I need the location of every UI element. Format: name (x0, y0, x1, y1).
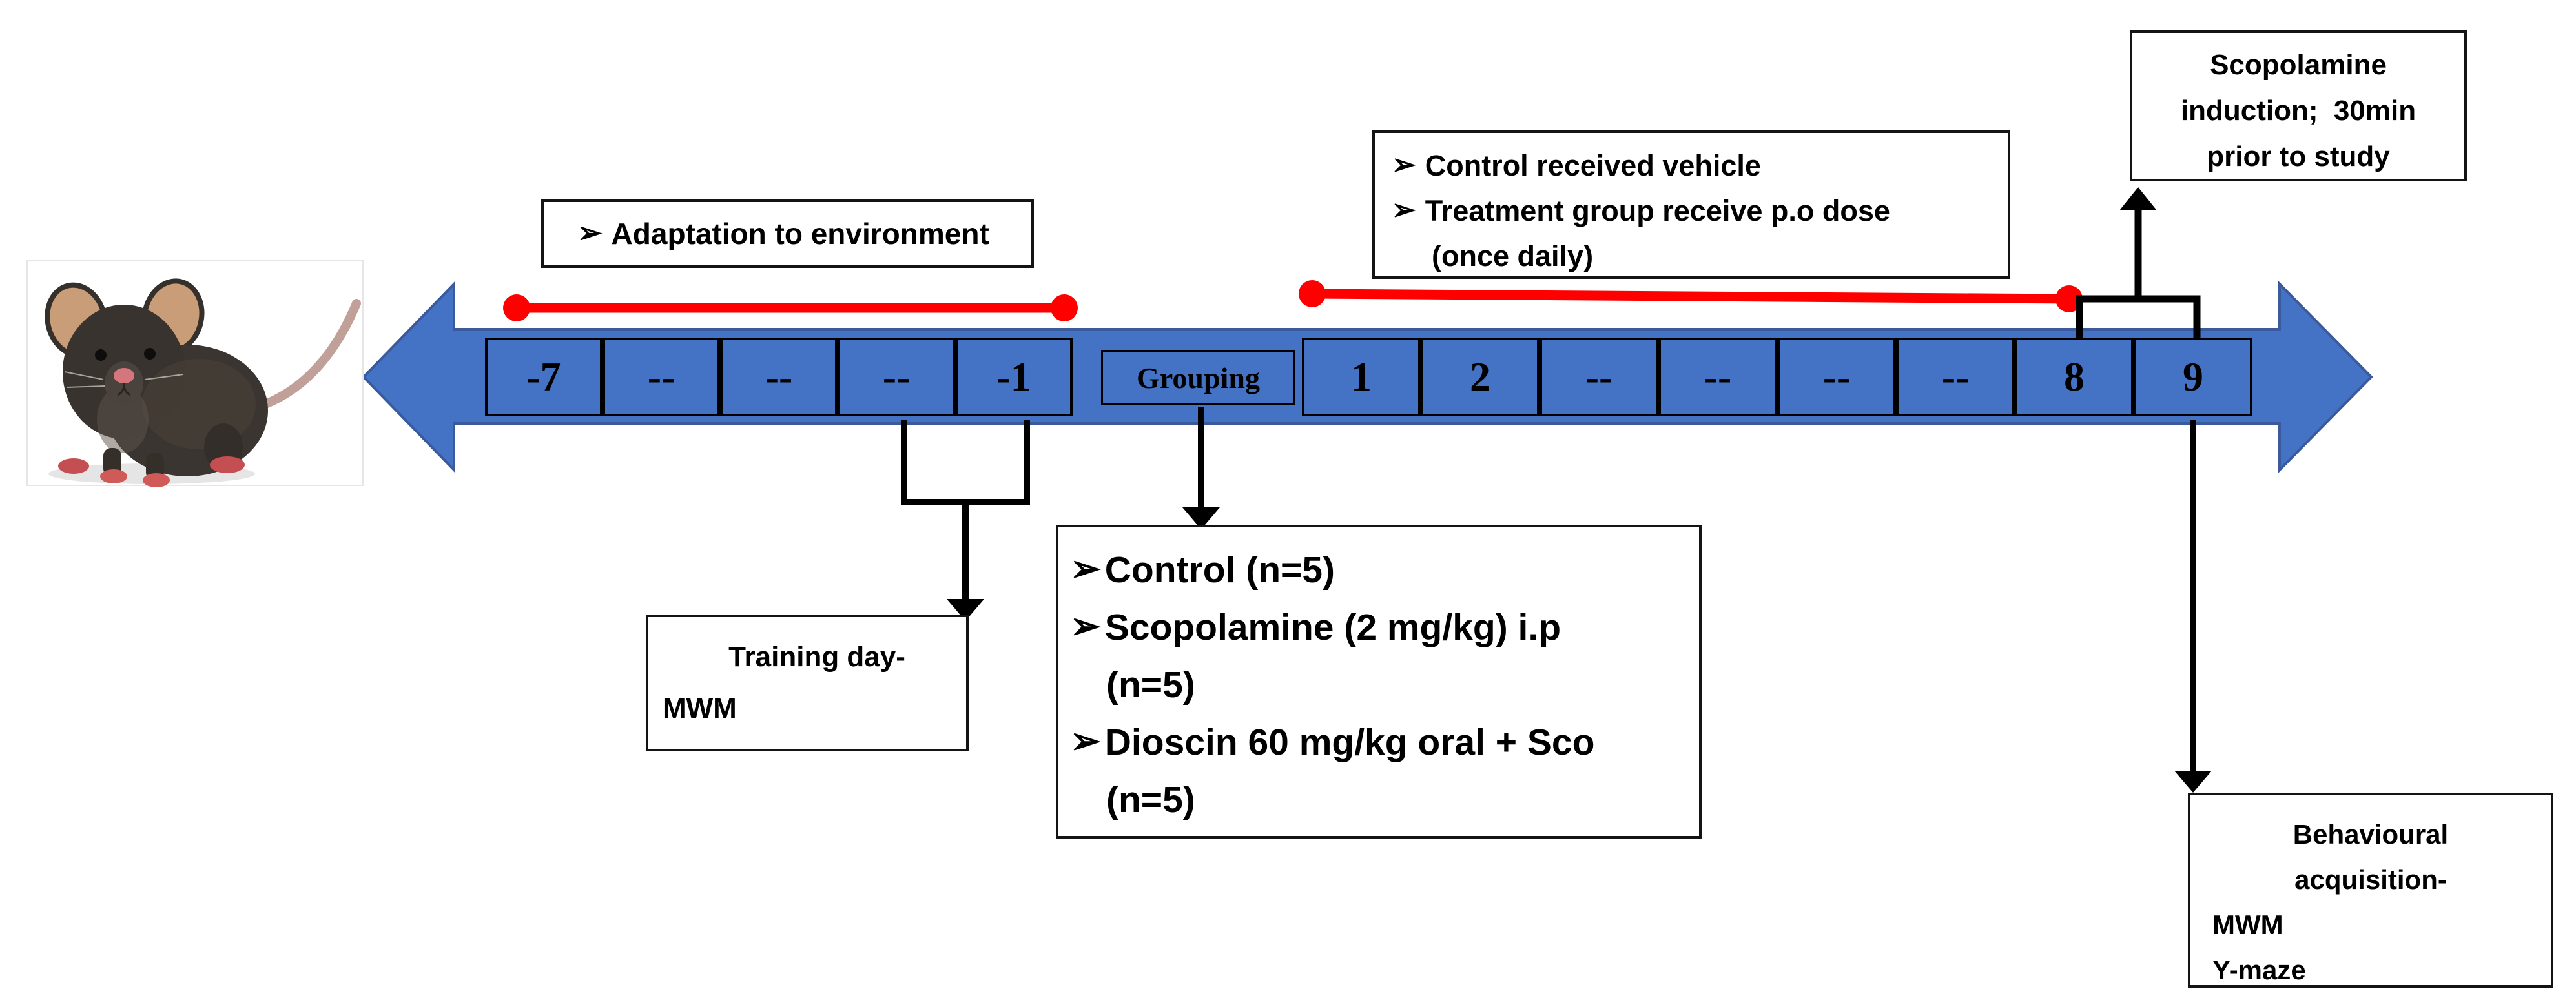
behavioural-note: Behavioural acquisition- MWM Y-maze (2188, 793, 2553, 988)
mouse-image (26, 260, 364, 487)
timeline-day-box: -- (1777, 338, 1896, 416)
training-line1-label: Training day- (728, 641, 905, 673)
adaptation-period-marker (503, 294, 1078, 321)
scopolamine-induction-note: Scopolamine induction; 30min prior to st… (2130, 30, 2467, 181)
grouping-arrowhead-icon (1182, 507, 1220, 529)
group-item: ➢Scopolamine (2 mg/kg) i.p (1070, 599, 1694, 656)
arrowhead-bullet-icon: ➢ (1392, 148, 1416, 181)
timeline-day-box: 8 (2015, 338, 2134, 416)
grouping-box: Grouping (1101, 350, 1295, 405)
arrowhead-bullet-icon: ➢ (577, 216, 603, 249)
timeline-day-box: 9 (2134, 338, 2252, 416)
mouse-feet (58, 423, 245, 487)
arrowhead-bullet-icon: ➢ (1070, 548, 1101, 589)
day-label: 8 (2064, 354, 2085, 400)
adaptation-label: Adaptation to environment (611, 217, 989, 250)
arrowhead-bullet-icon: ➢ (1070, 720, 1101, 762)
behavioural-line3-label: MWM (2212, 910, 2283, 940)
group-item: ➢Control (n=5) (1070, 542, 1694, 599)
dosing-line2-label: Treatment group receive p.o dose (1425, 194, 1890, 227)
timeline-day-box: -- (1658, 338, 1777, 416)
day-label: 9 (2183, 354, 2203, 400)
day-label: 1 (1351, 354, 1372, 400)
dosing-line3-label: (once daily) (1432, 239, 1594, 272)
timeline-day-box: -- (838, 338, 955, 416)
timeline-day-box: -- (1540, 338, 1658, 416)
timeline-day-box: -- (1896, 338, 2015, 416)
group2-label: Scopolamine (2 mg/kg) i.p (1104, 607, 1561, 648)
timeline-day-box: -1 (955, 338, 1073, 416)
day-label: -- (1941, 354, 1970, 400)
day-label: 2 (1470, 354, 1490, 400)
timeline-day-box: -- (720, 338, 838, 416)
day-label: -- (765, 354, 793, 400)
training-line2-label: MWM (663, 693, 737, 724)
group-item-cont: (n=5) (1070, 771, 1694, 829)
training-note: Training day- MWM (646, 615, 969, 751)
timeline-day-box: -7 (485, 338, 603, 416)
group3-label: Dioscin 60 mg/kg oral + Sco (1104, 722, 1595, 763)
day-label: -- (882, 354, 911, 400)
dosing-line1-label: Control received vehicle (1425, 149, 1761, 182)
group-item-cont: (n=5) (1070, 656, 1694, 714)
dosing-line: ➢ Control received vehicle (1392, 143, 2003, 188)
group-item: ➢Dioscin 60 mg/kg oral + Sco (1070, 714, 1694, 771)
training-bracket-connector (901, 420, 1030, 604)
group1-label: Control (n=5) (1104, 549, 1335, 591)
timeline-day-box: -- (603, 338, 720, 416)
group3-n-label: (n=5) (1106, 779, 1195, 820)
timeline-day-box: 1 (1302, 338, 1421, 416)
groups-note: ➢Control (n=5) ➢Scopolamine (2 mg/kg) i.… (1056, 525, 1702, 839)
dosing-line: ➢ Treatment group receive p.o dose (1392, 188, 2003, 234)
behavioural-line2-label: acquisition- (2294, 864, 2447, 895)
group2-n-label: (n=5) (1106, 664, 1195, 706)
day-label: -1 (996, 354, 1031, 400)
grouping-label: Grouping (1137, 361, 1260, 394)
arrowhead-bullet-icon: ➢ (1392, 193, 1416, 226)
scopolamine-line3-label: prior to study (2207, 141, 2390, 172)
timeline-day-box: 2 (1421, 338, 1540, 416)
scopolamine-line1-label: Scopolamine (2210, 49, 2387, 81)
day-label: -7 (526, 354, 561, 400)
day-label: -- (1704, 354, 1732, 400)
arrowhead-bullet-icon: ➢ (1070, 605, 1101, 647)
scopolamine-line2-label: induction; 30min (2180, 95, 2416, 127)
behavioural-line1-label: Behavioural (2293, 819, 2449, 849)
scopolamine-bracket-connector (2076, 207, 2201, 354)
day-label: -- (1585, 354, 1613, 400)
adaptation-text: ➢Adaptation to environment (577, 216, 989, 251)
mouse-face (64, 348, 184, 405)
behavioural-line4-label: Y-maze (2212, 955, 2306, 985)
dosing-period-marker (1299, 280, 2083, 312)
day-label: -- (647, 354, 675, 400)
behavioural-arrowhead-icon (2174, 771, 2212, 793)
training-arrowhead-icon (947, 599, 984, 621)
dosing-note: ➢ Control received vehicle ➢ Treatment gro… (1372, 130, 2010, 279)
adaptation-note: ➢Adaptation to environment (541, 199, 1034, 268)
scopolamine-arrowhead-icon (2119, 187, 2157, 210)
dosing-line: (once daily) (1392, 234, 2003, 279)
day-label: -- (1822, 354, 1851, 400)
